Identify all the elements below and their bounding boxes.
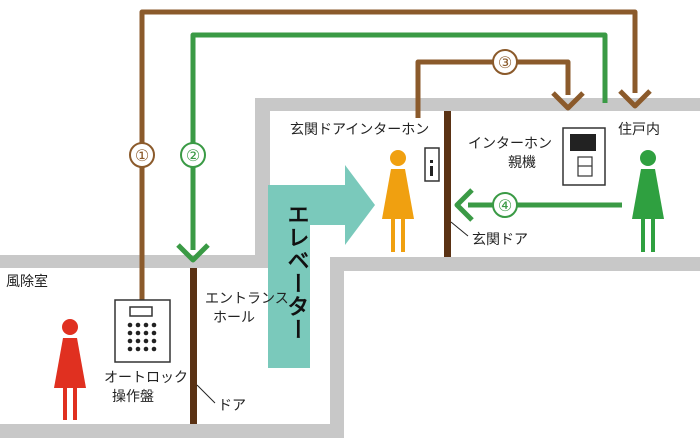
- intercom-screen-icon: [570, 134, 596, 151]
- resident-person-icon: [632, 150, 664, 252]
- front-door-intercom-device: [424, 147, 440, 182]
- step-1-label: ①: [135, 146, 149, 165]
- route-1-arrowhead: [618, 89, 652, 109]
- vestibule-label: 風除室: [6, 273, 48, 290]
- step-2-badge: [180, 142, 206, 168]
- wall-floor: [0, 424, 344, 438]
- front-door: [444, 111, 451, 257]
- step-3-label: ③: [498, 53, 512, 72]
- autolock-label-line1: オートロック: [104, 370, 188, 386]
- visitor-at-door-person-icon: [382, 150, 414, 252]
- route-2-arrowhead: [176, 243, 210, 263]
- step-4-label: ④: [498, 196, 512, 215]
- autolock-keypad-icon: [127, 322, 157, 352]
- front-door-label-pointer: [450, 221, 469, 237]
- route-4-arrowhead: [454, 188, 474, 222]
- elevator-arrow: [268, 165, 375, 368]
- entrance-hall-label-line1: エントランス: [205, 291, 289, 307]
- autolock-panel: [114, 299, 171, 363]
- door-label-pointer: [196, 384, 216, 404]
- residence-label: 住戸内: [618, 122, 660, 138]
- intercom-main-label-line2: 親機: [508, 155, 536, 171]
- wall-lower-right: [330, 257, 344, 438]
- door-label: ドア: [218, 398, 246, 414]
- wall-upper-top: [255, 98, 700, 111]
- entrance-door: [190, 268, 197, 424]
- route-3-arrowhead: [551, 91, 585, 111]
- intercom-main-unit: [562, 127, 606, 186]
- front-door-label: 玄関ドア: [472, 231, 528, 248]
- entrance-hall-label-line2: ホール: [213, 310, 255, 326]
- intercom-main-label-line1: インターホン: [468, 136, 552, 152]
- step-2-label: ②: [186, 146, 200, 165]
- step-1-badge: [129, 142, 155, 168]
- step-4-badge: [492, 192, 518, 218]
- autolock-label-line2: 操作盤: [112, 389, 154, 405]
- front-door-intercom-label: 玄関ドアインターホン: [290, 121, 429, 138]
- step-3-badge: [492, 49, 518, 75]
- wall-upper-left: [255, 98, 270, 268]
- elevator-label: エレベーター: [284, 203, 310, 341]
- building-walls: [0, 98, 700, 438]
- wall-lower-top: [0, 255, 270, 268]
- wall-upper-bottom: [330, 257, 700, 271]
- visitor-person-icon: [54, 319, 86, 420]
